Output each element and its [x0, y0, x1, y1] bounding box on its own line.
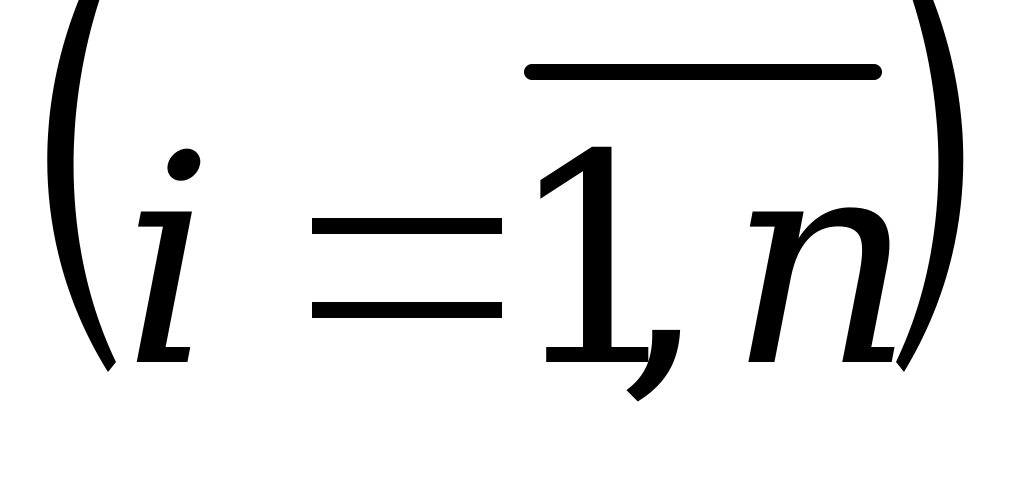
- equals-bottom-bar: [312, 302, 502, 318]
- left-parenthesis: [47, 0, 116, 372]
- upper-bound-n: n: [728, 94, 915, 431]
- overline-bar: [524, 64, 882, 80]
- comma-separator: ,: [616, 94, 708, 431]
- lower-bound-1: 1: [505, 94, 690, 431]
- variable-i: i: [122, 94, 215, 431]
- equals-top-bar: [312, 218, 502, 234]
- equals-sign: [312, 218, 502, 318]
- right-parenthesis: [896, 0, 964, 372]
